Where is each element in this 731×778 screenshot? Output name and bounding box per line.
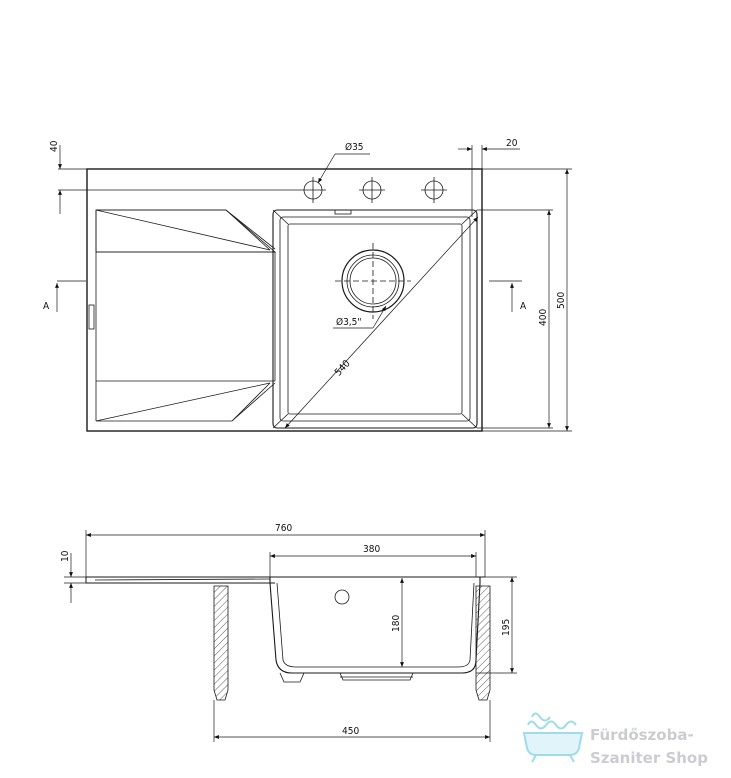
dimension-total-width: 760 bbox=[275, 523, 292, 534]
section-view: 760 380 10 180 195 450 bbox=[60, 523, 517, 742]
dimension-rim-offset: 20 bbox=[506, 138, 518, 149]
cabinet-wall-right bbox=[475, 585, 491, 701]
bathtub-icon bbox=[522, 712, 584, 763]
dimension-cabinet-width: 450 bbox=[342, 726, 359, 737]
draining-board bbox=[88, 209, 277, 422]
dimension-drain-diameter: Ø3,5" bbox=[336, 316, 362, 328]
tap-holes bbox=[300, 177, 447, 203]
dimension-bowl-depth: 180 bbox=[391, 615, 402, 632]
dimension-sink-height: 500 bbox=[556, 292, 567, 309]
sink-outline bbox=[86, 168, 483, 432]
dimension-thickness: 10 bbox=[60, 550, 71, 562]
dimension-bowl-width: 380 bbox=[363, 544, 380, 555]
cabinet-wall-left bbox=[213, 585, 229, 701]
dimension-overall-depth: 195 bbox=[501, 619, 512, 636]
top-view: 540 Ø3,5" Ø35 40 20 400 500 A bbox=[43, 138, 572, 432]
dimension-bowl-height: 400 bbox=[538, 309, 549, 326]
watermark-line1: Fürdőszoba- bbox=[590, 726, 694, 744]
section-marker-left: A bbox=[43, 301, 50, 312]
bowl-top bbox=[272, 209, 478, 429]
drain bbox=[335, 243, 411, 319]
watermark: Fürdőszoba- Szaniter Shop bbox=[522, 712, 708, 767]
dimension-tap-hole-diameter: Ø35 bbox=[345, 141, 364, 153]
watermark-line2: Szaniter Shop bbox=[590, 749, 708, 767]
bowl-section bbox=[269, 577, 481, 683]
dimension-tap-hole-offset: 40 bbox=[49, 140, 60, 152]
dimension-bowl-diagonal: 540 bbox=[333, 358, 353, 378]
section-marker-right: A bbox=[520, 301, 527, 312]
